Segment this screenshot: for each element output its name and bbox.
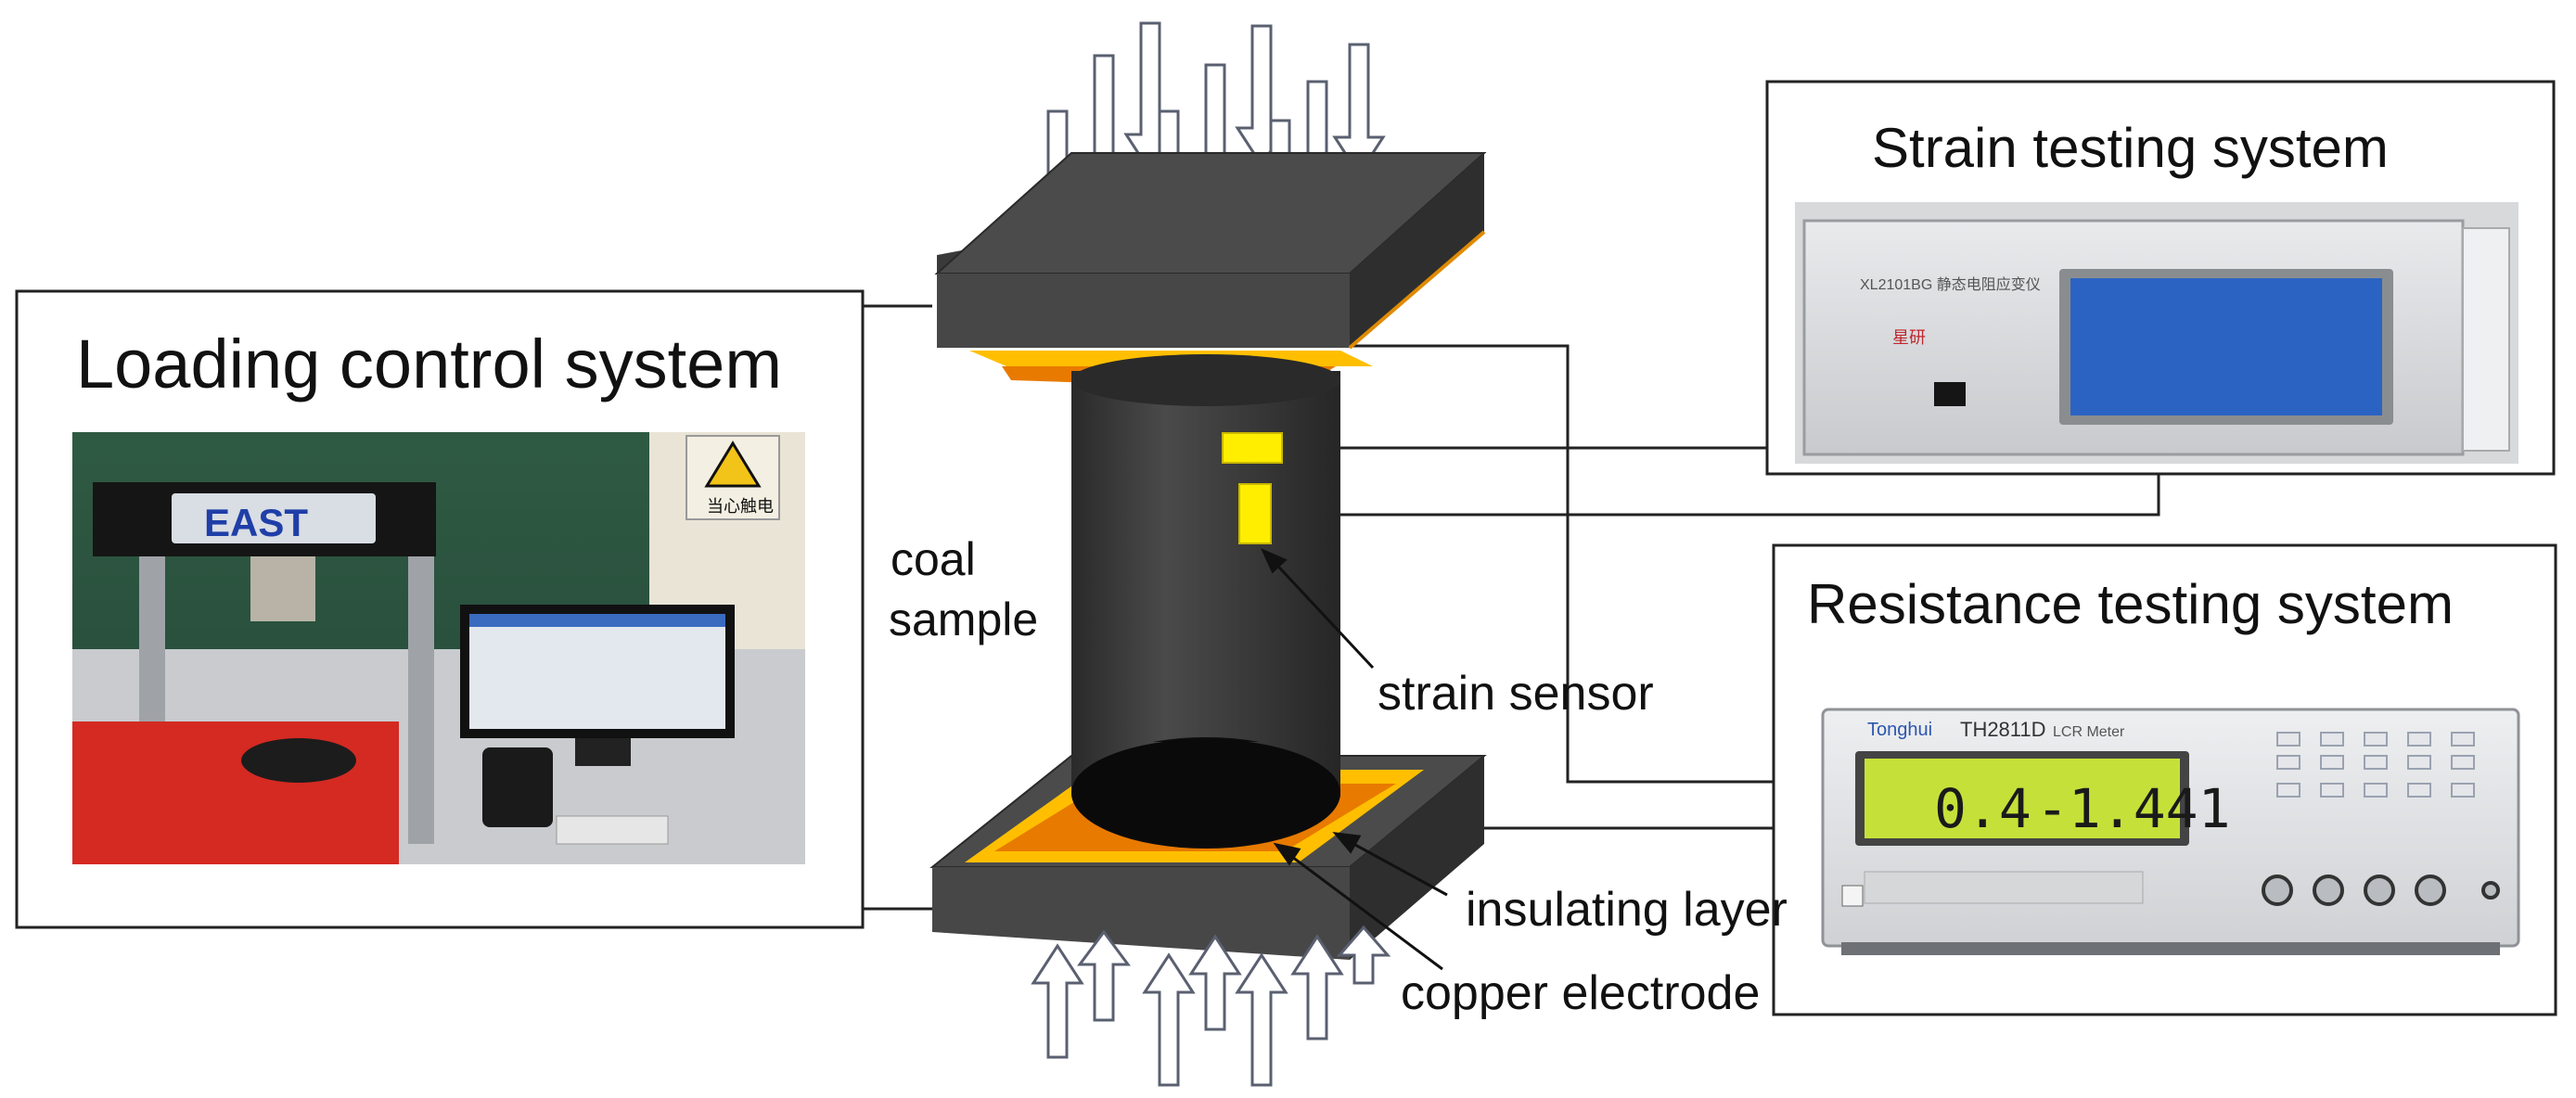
copper-electrode-label: copper electrode bbox=[1401, 966, 1760, 1020]
strain-device-photo: XL2101BG 静态电阻应变仪 星研 bbox=[1795, 202, 2518, 464]
strain-sensor-vertical bbox=[1238, 483, 1272, 544]
loading-panel-title: Loading control system bbox=[76, 326, 782, 402]
coal-sample-label-line1: coal bbox=[891, 533, 976, 585]
resistance-panel-title: Resistance testing system bbox=[1807, 573, 2454, 635]
lcr-terminals bbox=[2262, 875, 2500, 906]
lcr-key-grid bbox=[2276, 732, 2475, 798]
top-platen-right bbox=[1350, 153, 1484, 348]
lcr-meter-photo: Tonghui TH2811D LCR Meter 0.4 -1.441 bbox=[1821, 708, 2520, 955]
insulating-layer-label: insulating layer bbox=[1466, 883, 1788, 937]
loading-control-panel: Loading control system 当心触电 EAST bbox=[15, 289, 865, 929]
strain-sensor-label: strain sensor bbox=[1378, 667, 1654, 721]
strain-device-screen bbox=[2070, 278, 2382, 415]
specimen-assembly bbox=[929, 21, 1487, 1087]
strain-device-label: XL2101BG 静态电阻应变仪 bbox=[1860, 275, 2041, 293]
lcr-display-left: 0.4 bbox=[1934, 777, 2031, 840]
warning-sign-text: 当心触电 bbox=[707, 497, 774, 516]
power-switch bbox=[1934, 382, 1966, 406]
strain-testing-panel: Strain testing system XL2101BG 静态电阻应变仪 星… bbox=[1765, 80, 2556, 476]
strain-panel-title: Strain testing system bbox=[1872, 117, 2389, 179]
strain-sensor-horizontal bbox=[1222, 432, 1283, 464]
top-electrode-to-resistance-link bbox=[1350, 344, 1774, 784]
warning-sign-icon bbox=[704, 440, 762, 488]
lcr-display-right: -1.441 bbox=[2036, 777, 2231, 840]
monitor-screen bbox=[469, 614, 725, 729]
bottom-platen-right bbox=[1350, 756, 1484, 960]
annotation-pointers bbox=[1261, 548, 1448, 971]
loading-machine-photo: 当心触电 EAST bbox=[72, 432, 805, 864]
lcr-display bbox=[1865, 759, 2180, 838]
strain-device-brand: 星研 bbox=[1892, 328, 1926, 347]
coal-sample-label-line2: sample bbox=[889, 594, 1038, 645]
lcr-power-button bbox=[1841, 885, 1864, 907]
lcr-model: TH2811D bbox=[1960, 718, 2046, 741]
coal-sample-top bbox=[1071, 354, 1340, 406]
top-platen-front bbox=[937, 274, 1350, 348]
bottom-load-arrows bbox=[1031, 925, 1391, 1087]
lcr-subtitle: LCR Meter bbox=[2053, 724, 2125, 740]
bottom-platen-front bbox=[932, 867, 1350, 960]
svg-text:Tonghui: Tonghui bbox=[1867, 720, 1932, 740]
connection-lines bbox=[863, 304, 2160, 911]
east-brand-logo: EAST bbox=[204, 501, 308, 544]
resistance-testing-panel: Resistance testing system Tonghui TH2811… bbox=[1772, 543, 2557, 1016]
sensor2-to-strain-link bbox=[1308, 474, 2160, 517]
press-base bbox=[72, 721, 399, 864]
